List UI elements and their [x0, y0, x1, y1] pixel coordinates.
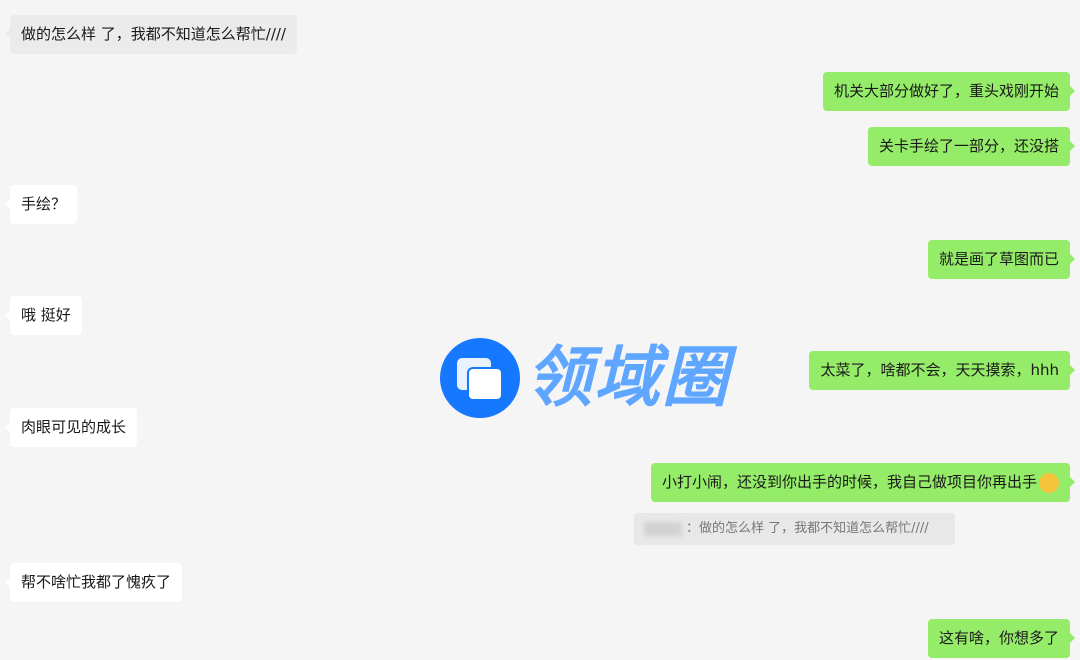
message-bubble-left[interactable]: 肉眼可见的成长: [4, 408, 138, 447]
watermark-logo: 领域圈: [440, 338, 730, 418]
message-bubble-right[interactable]: 就是画了草图而已: [927, 240, 1076, 279]
message-bubble-left[interactable]: 做的怎么样 了，我都不知道怎么帮忙////: [5, 15, 297, 54]
message-bubble-right[interactable]: 小打小闹，还没到你出手的时候，我自己做项目你再出手: [650, 463, 1076, 502]
message-bubble-right[interactable]: 机关大部分做好了，重头戏刚开始: [822, 72, 1076, 111]
quote-text: ：做的怎么样 了，我都不知道怎么帮忙////: [686, 521, 929, 536]
logo-icon: [440, 338, 520, 418]
watermark-text: 领域圈: [526, 339, 730, 416]
blurred-sender-name: [644, 521, 682, 536]
emoji-icon: [1039, 472, 1059, 493]
message-bubble-left[interactable]: 哦 挺好: [5, 296, 82, 335]
message-bubble-right[interactable]: 关卡手绘了一部分，还没搭: [867, 127, 1076, 166]
quoted-reply[interactable]: ：做的怎么样 了，我都不知道怎么帮忙////: [634, 513, 955, 545]
message-text: 小打小闹，还没到你出手的时候，我自己做项目你再出手: [661, 473, 1037, 491]
message-bubble-right[interactable]: 这有啥，你想多了: [927, 619, 1076, 658]
message-bubble-left[interactable]: 帮不啥忙我都了愧疚了: [4, 563, 183, 602]
message-bubble-left[interactable]: 手绘？: [4, 185, 78, 224]
message-bubble-right[interactable]: 太菜了，啥都不会，天天摸索，hhh: [809, 351, 1075, 390]
